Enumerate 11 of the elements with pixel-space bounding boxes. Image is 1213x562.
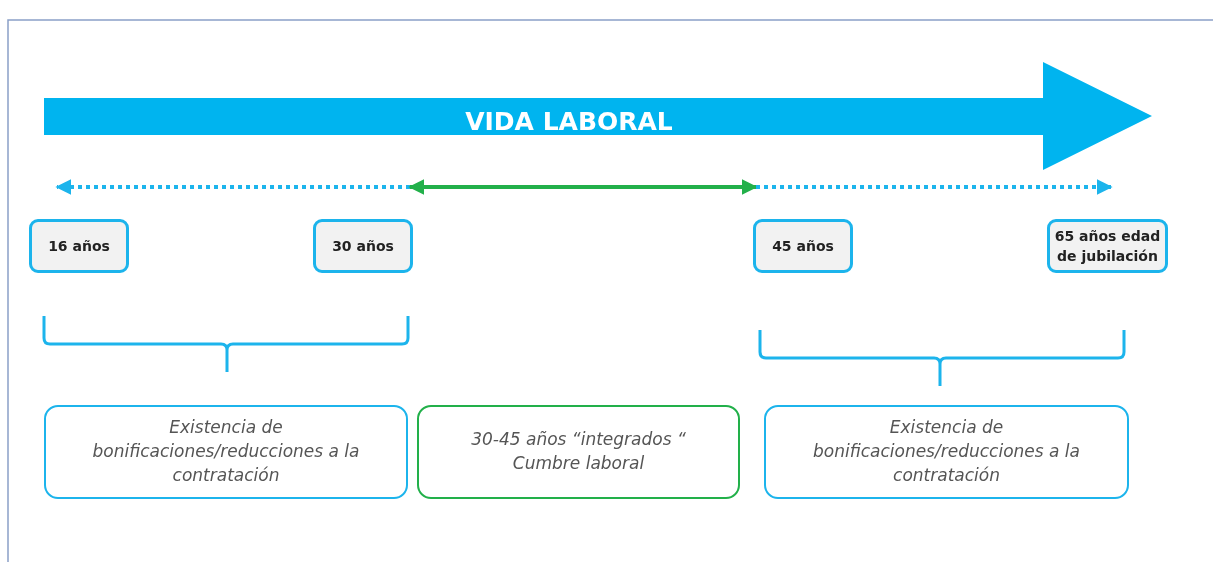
- age-box: 65 años edad de jubilación: [1047, 219, 1168, 273]
- age-box: 16 años: [29, 219, 129, 273]
- phase-box: 30-45 años “integrados “ Cumbre laboral: [417, 405, 740, 499]
- dotted-arrow: [55, 179, 410, 195]
- age-box: 30 años: [313, 219, 413, 273]
- double-arrow: [408, 179, 758, 195]
- phase-box: Existencia de bonificaciones/reducciones a la contratación: [44, 405, 408, 499]
- phase-box: Existencia de bonificaciones/reducciones a la contratación: [764, 405, 1129, 499]
- dotted-arrow: [756, 179, 1113, 195]
- timeline-title: VIDA LABORAL: [465, 106, 673, 136]
- age-box: 45 años: [753, 219, 853, 273]
